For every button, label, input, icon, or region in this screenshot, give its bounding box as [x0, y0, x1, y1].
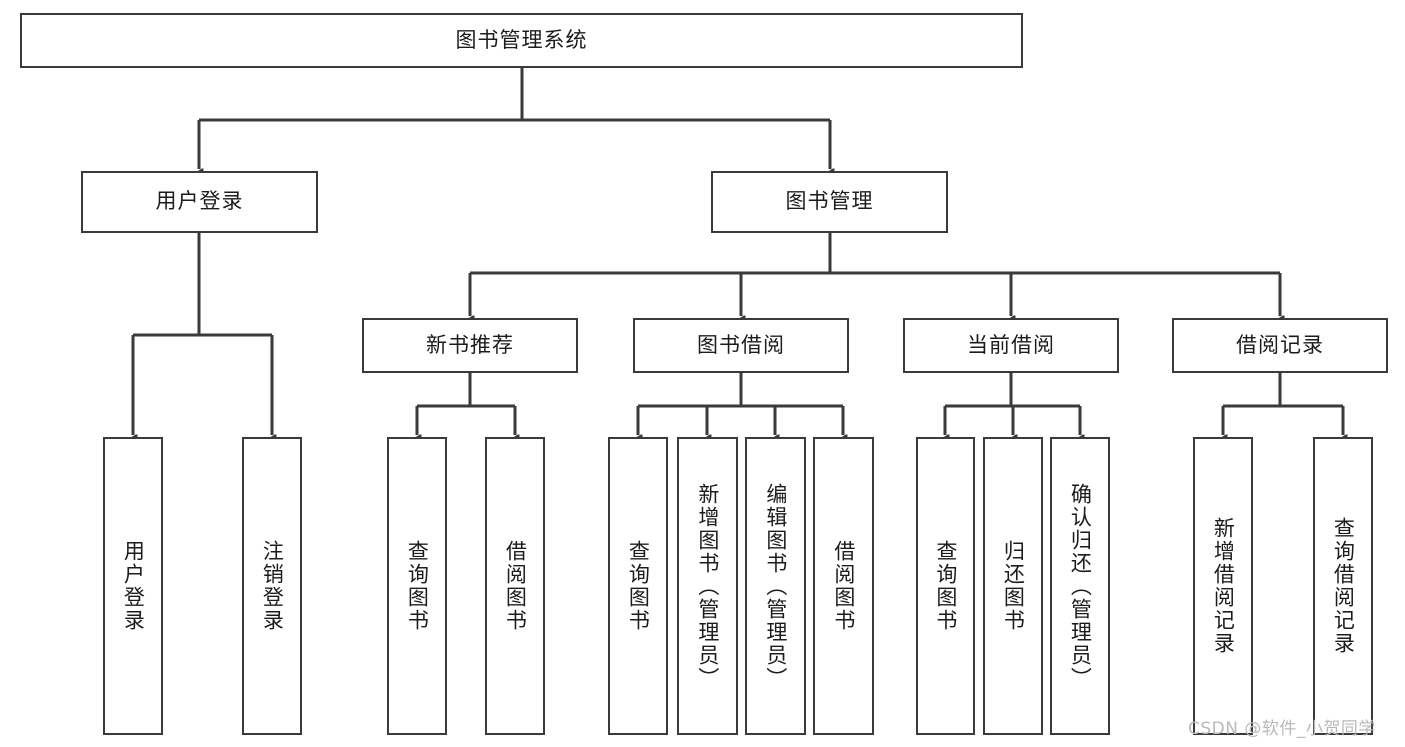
node-label: 查询图书	[933, 540, 958, 632]
node-label: 用户登录	[121, 540, 146, 632]
node-label: 新增借阅记录	[1211, 517, 1236, 655]
leaf-leaf-add-record[interactable]: 新增借阅记录	[1193, 437, 1253, 735]
node-label: 新书推荐	[426, 332, 514, 357]
node-label: 确认归还（管理员）	[1068, 482, 1093, 690]
node-label: 借阅图书	[831, 540, 856, 632]
node-root[interactable]: 图书管理系统	[20, 13, 1023, 68]
node-label: 归还图书	[1001, 540, 1026, 632]
node-label: 注销登录	[260, 540, 285, 632]
node-n-current-borrow[interactable]: 当前借阅	[903, 318, 1119, 373]
node-label: 查询图书	[405, 540, 430, 632]
leaf-leaf-query-record[interactable]: 查询借阅记录	[1313, 437, 1373, 735]
node-label: 图书管理系统	[455, 27, 588, 52]
node-label: 图书借阅	[697, 332, 785, 357]
node-n-book-borrow[interactable]: 图书借阅	[633, 318, 849, 373]
node-label: 查询图书	[626, 540, 651, 632]
leaf-leaf-query-book-rec[interactable]: 查询图书	[387, 437, 447, 735]
node-label: 借阅记录	[1236, 332, 1324, 357]
node-label: 当前借阅	[967, 332, 1055, 357]
leaf-leaf-user-login[interactable]: 用户登录	[103, 437, 163, 735]
node-label: 借阅图书	[503, 540, 528, 632]
leaf-leaf-borrow-book[interactable]: 借阅图书	[813, 437, 874, 735]
leaf-leaf-borrow-book-rec[interactable]: 借阅图书	[485, 437, 545, 735]
leaf-leaf-add-book[interactable]: 新增图书（管理员）	[677, 437, 738, 735]
node-label: 查询借阅记录	[1331, 517, 1356, 655]
leaf-leaf-logout[interactable]: 注销登录	[242, 437, 302, 735]
node-label: 图书管理	[785, 189, 874, 214]
node-n-borrow-record[interactable]: 借阅记录	[1172, 318, 1388, 373]
leaf-leaf-return-book[interactable]: 归还图书	[983, 437, 1043, 735]
watermark-text: CSDN @软件_小贺同学	[1188, 719, 1376, 739]
node-label: 用户登录	[155, 189, 244, 214]
leaf-leaf-edit-book[interactable]: 编辑图书（管理员）	[745, 437, 806, 735]
node-label: 新增图书（管理员）	[695, 482, 720, 690]
leaf-leaf-confirm-return[interactable]: 确认归还（管理员）	[1050, 437, 1110, 735]
leaf-leaf-query-book-borrow[interactable]: 查询图书	[608, 437, 668, 735]
node-n-book-manage[interactable]: 图书管理	[711, 171, 948, 233]
leaf-leaf-query-book-cur[interactable]: 查询图书	[916, 437, 975, 735]
node-label: 编辑图书（管理员）	[763, 482, 788, 690]
node-n-new-book-rec[interactable]: 新书推荐	[362, 318, 578, 373]
node-n-user-login[interactable]: 用户登录	[81, 171, 318, 233]
